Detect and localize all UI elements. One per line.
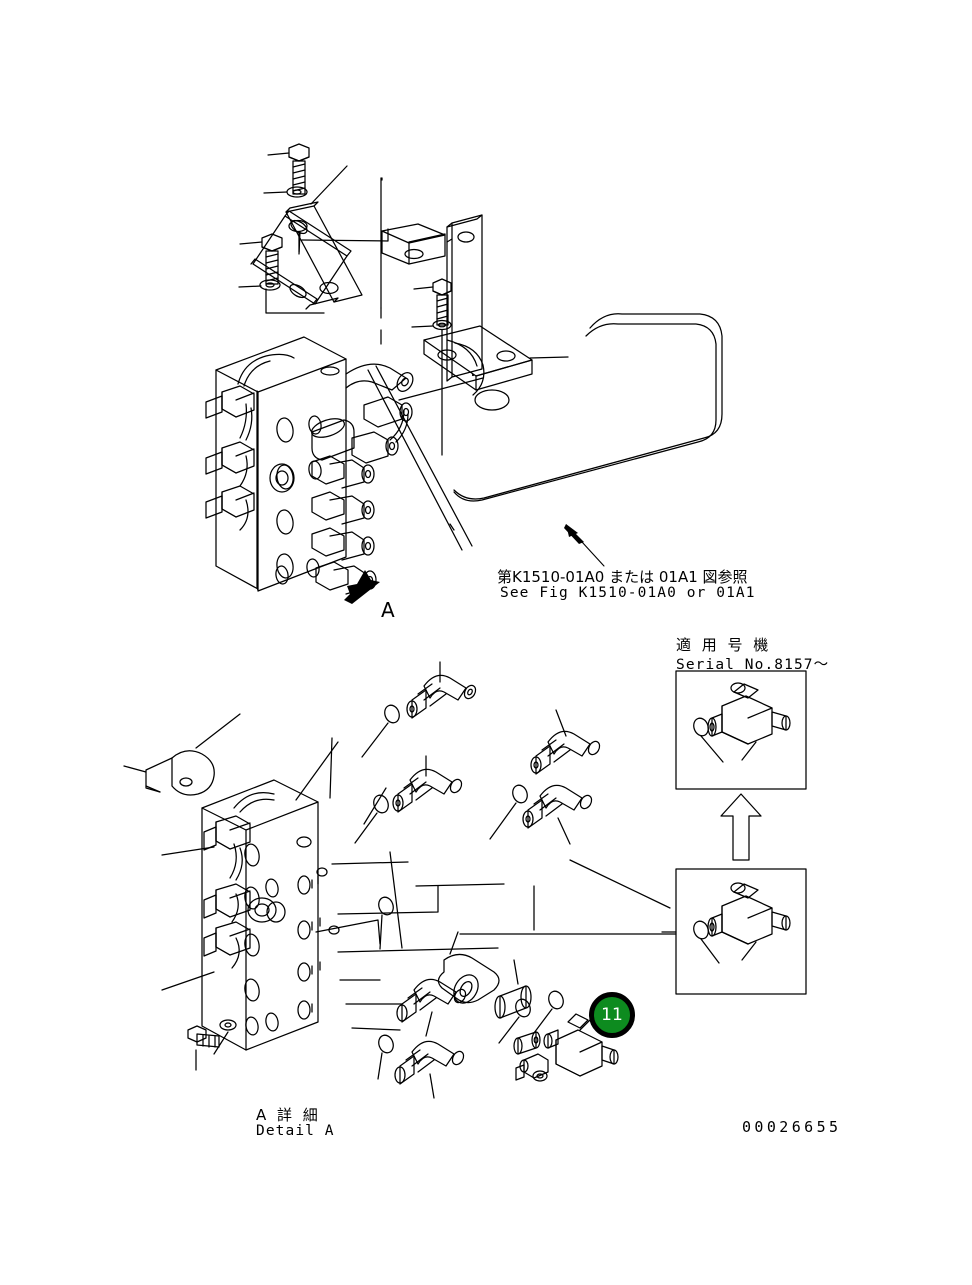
elbow-fitting bbox=[396, 978, 467, 1037]
leader-line bbox=[569, 859, 671, 909]
leader-line bbox=[329, 737, 333, 799]
plate-pointer-arrow bbox=[564, 524, 584, 544]
hex-bolt bbox=[187, 1025, 220, 1048]
serial-label-en: Serial No.8157～ bbox=[676, 657, 830, 673]
washer bbox=[259, 279, 281, 291]
see-fig-label-en: See Fig K1510-01A0 or 01A1 bbox=[500, 585, 756, 601]
washer bbox=[286, 186, 308, 198]
base-plate bbox=[423, 325, 533, 411]
leader-line bbox=[238, 285, 325, 314]
leader-line bbox=[263, 191, 288, 194]
see-fig-label-jp: 第K1510-01A0 または 01A1 図参照 bbox=[497, 568, 748, 586]
hex-bolt bbox=[432, 278, 452, 326]
l-bracket bbox=[446, 214, 483, 382]
leader-line bbox=[267, 152, 290, 156]
floor-plate bbox=[449, 313, 723, 531]
rod bbox=[375, 365, 473, 547]
leader-balloon bbox=[377, 1034, 394, 1080]
tee-fitting bbox=[543, 1013, 619, 1077]
section-arrow-a bbox=[344, 570, 380, 604]
mount-block bbox=[381, 223, 446, 265]
leader-balloon bbox=[693, 717, 724, 763]
leader-balloon bbox=[498, 998, 531, 1044]
adapter-sleeve bbox=[494, 959, 532, 1019]
adapter-sleeve bbox=[437, 931, 500, 1004]
leader-line bbox=[310, 165, 348, 205]
valve-manifold-block bbox=[215, 336, 347, 592]
detail-label-jp: A 詳 細 bbox=[256, 1106, 321, 1124]
variant-transition-arrow bbox=[720, 793, 762, 861]
hex-bolt bbox=[288, 143, 310, 195]
leader-line bbox=[315, 919, 381, 945]
leader-balloon bbox=[693, 920, 720, 964]
leader-line bbox=[195, 713, 241, 749]
leader-line bbox=[161, 846, 215, 856]
elbow-fitting bbox=[392, 755, 463, 813]
leader-line bbox=[161, 971, 215, 991]
leader-balloon bbox=[489, 784, 528, 840]
callout-badge-11[interactable]: 11 bbox=[589, 992, 635, 1038]
solenoid-valve bbox=[707, 882, 791, 945]
elbow-fitting bbox=[406, 661, 477, 719]
serial-variant-inset bbox=[675, 670, 807, 790]
leader-line bbox=[581, 541, 605, 567]
leader-line bbox=[213, 1031, 229, 1055]
flat-bracket-body bbox=[285, 201, 363, 310]
leader-line bbox=[337, 947, 499, 953]
leader-line bbox=[123, 765, 147, 773]
leader-line bbox=[413, 286, 434, 290]
section-marker-a: A bbox=[381, 598, 395, 622]
leader-line bbox=[415, 883, 505, 887]
leader-line bbox=[741, 741, 757, 761]
solenoid-valve bbox=[707, 682, 791, 745]
leader-line bbox=[529, 356, 569, 359]
side-fitting-cluster-left-detail bbox=[203, 792, 275, 969]
leader-balloon bbox=[354, 794, 389, 844]
washer bbox=[219, 1019, 237, 1031]
leader-line bbox=[351, 1027, 401, 1031]
leader-line bbox=[741, 941, 757, 961]
base-variant-inset bbox=[675, 868, 807, 995]
leader-line bbox=[301, 228, 389, 242]
clamp bbox=[145, 750, 215, 796]
leader-line bbox=[331, 861, 409, 865]
rod bbox=[367, 369, 463, 551]
washer bbox=[532, 1070, 548, 1082]
leader-balloon bbox=[533, 990, 564, 1034]
side-fitting-cluster-left bbox=[205, 353, 295, 531]
leader-line bbox=[239, 241, 263, 245]
drawing-number: 00026655 bbox=[742, 1118, 842, 1136]
leader-line bbox=[398, 377, 484, 401]
serial-label-jp: 適 用 号 機 bbox=[676, 636, 772, 654]
leader-line bbox=[363, 787, 387, 825]
leader-line bbox=[337, 885, 439, 915]
straight-fitting bbox=[513, 1031, 541, 1055]
leader-line bbox=[389, 851, 403, 949]
straight-fitting bbox=[515, 1053, 549, 1081]
detail-label-en: Detail A bbox=[256, 1123, 335, 1139]
leader-balloon bbox=[361, 704, 400, 758]
elbow-fitting bbox=[394, 1040, 465, 1099]
elbow-fitting bbox=[530, 709, 601, 775]
elbow-fitting bbox=[522, 784, 593, 845]
